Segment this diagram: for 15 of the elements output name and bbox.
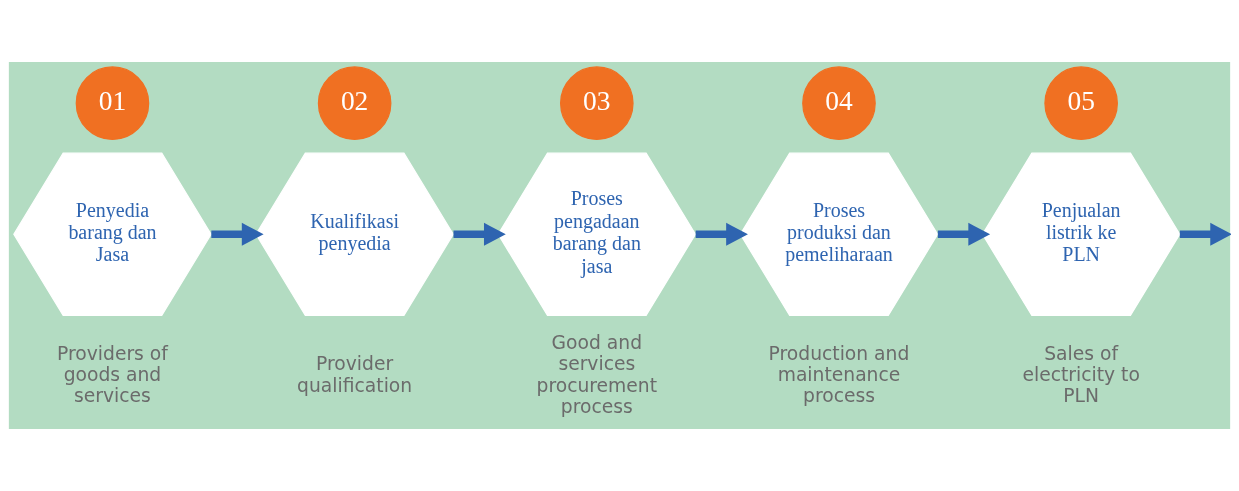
arrow — [937, 222, 991, 246]
node-label: Sales of electricity to PLN — [1022, 342, 1140, 407]
node-label: Provider qualification — [297, 353, 413, 396]
node-circle: 03 — [560, 66, 634, 140]
node-circle: 02 — [317, 66, 392, 140]
node-label: Production and maintenance process — [768, 342, 910, 407]
arrow — [1179, 222, 1231, 246]
node-circle: 04 — [802, 66, 876, 140]
node-label: Good and services procurement process — [536, 332, 658, 417]
arrow — [695, 222, 748, 246]
arrow — [453, 222, 506, 246]
arrow — [211, 222, 264, 246]
node-label: Providers of goods and services — [57, 342, 168, 407]
node-circle: 01 — [75, 66, 150, 140]
node-circle: 05 — [1044, 66, 1118, 140]
